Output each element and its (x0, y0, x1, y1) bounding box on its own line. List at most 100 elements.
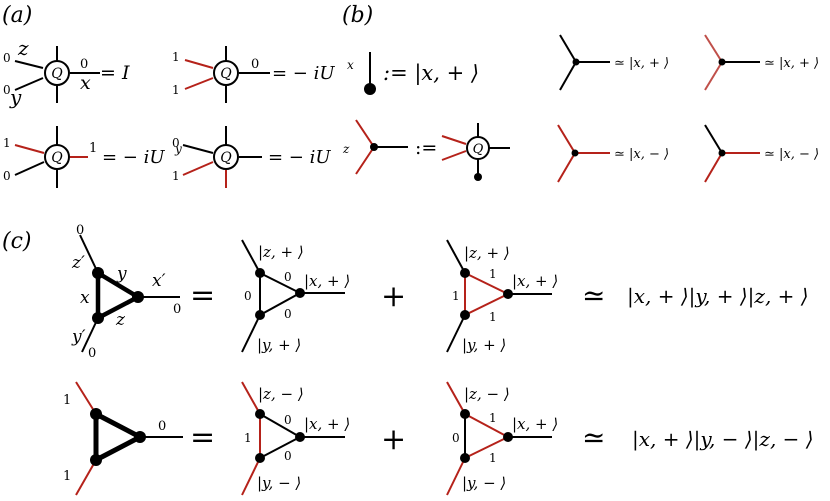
leg (14, 77, 44, 91)
leg (446, 314, 466, 353)
leg-label: 0 (158, 419, 166, 434)
leg (441, 135, 467, 145)
state-dot (364, 83, 376, 95)
leg (14, 60, 44, 69)
label-z-prime: z′ (71, 253, 85, 273)
q-label: Q (473, 142, 484, 157)
leg (79, 234, 99, 274)
edge-label: 1 (452, 289, 460, 303)
state-right: |x, + ⟩ (304, 272, 350, 290)
vertex-dot (295, 432, 305, 442)
vertex-dot (132, 291, 144, 303)
vertex-dot (460, 409, 470, 419)
rhs-superscript: z (342, 142, 350, 156)
q-node (466, 136, 490, 160)
leg-label: 1 (63, 469, 71, 484)
label-zero: 0 (251, 57, 259, 72)
state-label: ≃ |x, + ⟩ (614, 56, 669, 71)
edge-label: 0 (284, 413, 292, 427)
label-zero: 0 (3, 169, 11, 183)
label-x-prime: x′ (152, 271, 166, 291)
q-label: Q (220, 150, 232, 166)
vertex-dot (255, 310, 265, 320)
leg (446, 457, 466, 496)
leg (14, 144, 45, 154)
state-dot (474, 173, 482, 181)
leg (14, 161, 45, 176)
label-z: z (17, 36, 29, 60)
row1-result: |x, + ⟩|y, + ⟩|z, + ⟩ (627, 284, 809, 309)
leg (446, 381, 466, 415)
approx-sign: ≃ (582, 421, 605, 454)
b-state-4: ≃ |x, − ⟩ (704, 124, 819, 183)
state-label: ≃ |x, + ⟩ (764, 56, 819, 71)
leg (704, 61, 723, 91)
label-x: x (80, 72, 91, 94)
vertex-dot (460, 268, 470, 278)
approx-sign: ≃ (582, 279, 605, 312)
label-zero: 0 (88, 346, 96, 361)
panel-c-label: (c) (2, 229, 32, 254)
vertex-dot (90, 454, 102, 466)
edge-label: 0 (452, 431, 460, 445)
row2-result: |x, + ⟩|y, − ⟩|z, − ⟩ (632, 427, 814, 452)
leg (241, 239, 261, 274)
q-label: Q (220, 66, 232, 82)
state-bottom: |y, − ⟩ (257, 474, 301, 492)
equals-sign: = (190, 278, 215, 313)
rhs-superscript: x (347, 58, 354, 72)
edge-label: 1 (489, 451, 497, 465)
label-one: 1 (172, 83, 180, 97)
leg (241, 381, 261, 415)
leg (355, 146, 375, 175)
c-row2-term2: |z, − ⟩ |x, + ⟩ |y, − ⟩ 1 0 1 (446, 381, 558, 496)
label-x: x (80, 288, 90, 308)
state-bottom: |y, − ⟩ (462, 474, 506, 492)
leg (704, 34, 723, 63)
leg (704, 124, 723, 154)
state-right: |x, + ⟩ (512, 272, 558, 290)
vertex-dot (92, 312, 104, 324)
state-right: |x, + ⟩ (304, 415, 350, 433)
leg (81, 317, 99, 353)
leg (559, 34, 577, 63)
rhs: = I (100, 62, 130, 84)
equals-sign: = (190, 420, 215, 455)
edge-label: 1 (244, 431, 252, 445)
q-node (44, 144, 70, 170)
b-state-3: ≃ |x, − ⟩ (557, 124, 669, 183)
b-state-2: ≃ |x, + ⟩ (704, 34, 819, 91)
rhs-superscript: y (174, 142, 182, 156)
vertex-dot (503, 289, 513, 299)
triangle (93, 411, 143, 463)
leg-label: 1 (63, 393, 71, 408)
c-row1-lhs: 0 0 0 z′ y x′ x z y′ (71, 223, 181, 361)
q-node (44, 60, 70, 86)
edge (464, 436, 509, 459)
leg (75, 459, 97, 496)
edge-label: 0 (244, 289, 252, 303)
leg (241, 457, 261, 496)
label-z: z (115, 310, 126, 330)
c-row1-term1: |z, + ⟩ |x, + ⟩ |y, + ⟩ 0 0 0 (241, 239, 350, 354)
vertex-dot (718, 149, 726, 157)
leg (184, 59, 214, 69)
vertex-dot (572, 58, 580, 66)
q-label: Q (51, 150, 63, 166)
vertex-dot (255, 268, 265, 278)
label-zero: 0 (3, 83, 11, 97)
leg (241, 314, 261, 353)
a-eq4: Q 0 1 = − iU z (172, 126, 350, 188)
edge-label: 0 (284, 307, 292, 321)
rhs: = − iU (268, 147, 331, 168)
rhs: = − iU (272, 63, 335, 84)
vertex-dot (370, 143, 378, 151)
b-node-def: := Q (355, 119, 510, 181)
vertex-dot (92, 267, 104, 279)
rhs: = − iU (102, 147, 165, 168)
leg (75, 381, 97, 415)
b-dot-def: := |x, + ⟩ (364, 52, 479, 95)
state-label: ≃ |x, − ⟩ (614, 147, 669, 162)
state-label: ≃ |x, − ⟩ (764, 147, 819, 162)
